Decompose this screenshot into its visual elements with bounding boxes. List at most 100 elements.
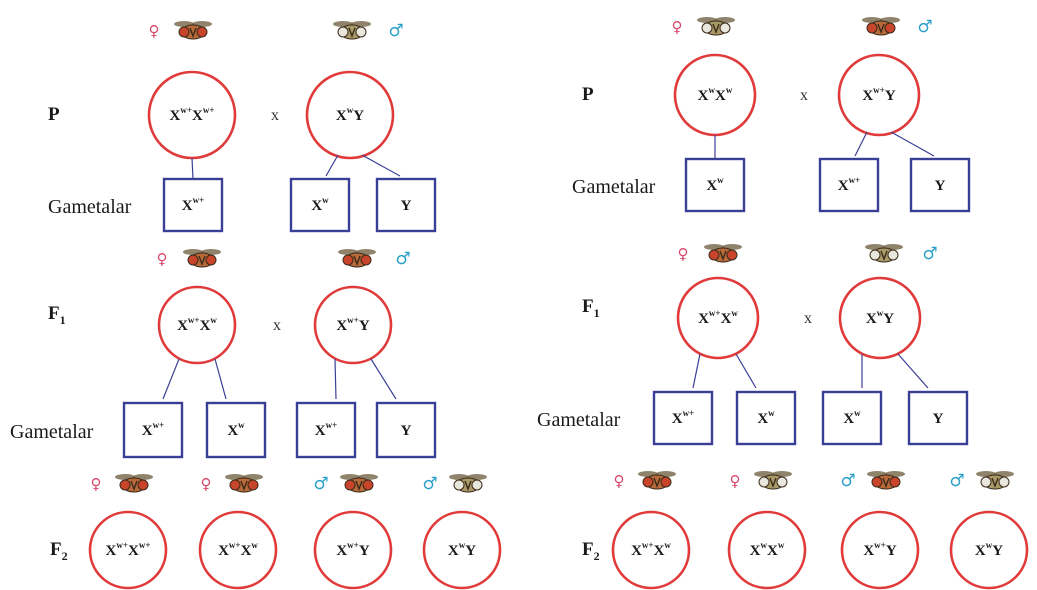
allele-base: Y [359,318,370,334]
allele-base: X [241,543,252,559]
fly-eye-right [206,255,216,265]
left-panel-F1-male-gamete-box [297,403,355,457]
allele-superscript: w [726,85,733,95]
fly-eye-right [999,477,1009,487]
allele-superscript: w+ [873,85,885,95]
allele-superscript: w+ [683,408,695,418]
left-panel-F2-offspring-4-symbol: ♂ [422,474,437,494]
allele-superscript: w+ [642,540,654,550]
allele-base: X [721,311,732,327]
left-panel-label-F1: F1 [48,303,66,327]
fly-eye-right [885,23,895,33]
allele-base: X [767,543,778,559]
allele-superscript: w+ [153,420,165,430]
right-panel-F1-male-symbol: ♂ [922,244,937,264]
right-panel-label-P: P [582,84,594,105]
fly-eye-left [867,23,877,33]
allele-base: X [170,108,181,124]
allele-superscript: w [778,540,785,550]
left-panel-F1-female-fly-icon [183,249,221,267]
right-panel-P-male-gamete-box [820,159,878,211]
fly-eye-left [343,255,353,265]
allele-base: X [863,543,874,559]
allele-superscript: w+ [139,540,151,550]
right-panel-F2-offspring-3-circle [842,512,918,588]
fly-eye-right [361,255,371,265]
allele-base: X [311,198,322,214]
allele-base: X [862,88,873,104]
left-panel-P-male-fly-icon [333,21,371,39]
left-panel-F1-male-gamete-line [371,359,396,399]
allele-superscript: w+ [193,195,205,205]
right-panel-label-F2: F2 [582,539,600,563]
left-panel-cross-F1: x [273,317,281,334]
allele-superscript: w+ [203,105,215,115]
left-panel-F1-female-gamete-line [163,359,179,399]
right-panel-P-male-gamete-line [855,132,867,156]
right-panel-F1-female-fly-icon [704,244,742,262]
fly-eye-right [138,480,148,490]
allele-base: X [750,543,761,559]
fly-eye-left [702,23,712,33]
left-panel-label-P: P [48,104,60,125]
left-panel-F1-female-gamete-box [124,403,182,457]
allele-base: X [142,423,153,439]
fly-eye-right [727,250,737,260]
generation-subscript: 2 [594,549,600,563]
allele-base: X [336,318,347,334]
allele-base: X [866,311,877,327]
allele-base: X [757,411,768,427]
fly-eye-right [363,480,373,490]
fly-eye-left [981,477,991,487]
right-panel-P-male-gamete-line [891,132,934,156]
generation-letter: P [48,104,60,125]
left-panel-F2-offspring-3-circle [315,512,391,588]
fly-eye-right [777,477,787,487]
right-panel-F1-female-gamete-line [736,354,756,388]
generation-subscript: 1 [594,306,600,320]
right-panel-F1-female-circle [678,278,758,358]
left-panel-F1-female-symbol: ♀ [157,250,168,268]
left-panel-F2-offspring-4-circle [424,512,500,588]
allele-base: Y [885,88,896,104]
left-panel-F2-offspring-2-circle [200,512,276,588]
right-panel-F1-female-gamete-line [693,354,700,388]
left-panel-F1-male-gamete-allele: Y [401,423,412,439]
allele-base: Y [886,543,897,559]
left-panel-F2-offspring-3-symbol: ♂ [313,474,328,494]
right-panel-F1-male-gamete-line [898,354,928,388]
right-panel-label-F1: F1 [582,296,600,320]
fly-eye-left [188,255,198,265]
left-panel-P-female-gamete-box [164,179,222,231]
fly-eye-left [120,480,130,490]
right-panel-gametes-label-P: Gametalar [572,176,656,198]
allele-superscript: w+ [188,315,200,325]
fly-eye-right [472,480,482,490]
left-panel-P-male-symbol: ♂ [388,21,403,41]
right-panel-cross-F1: x [804,310,812,327]
generation-letter: F [50,539,62,560]
right-panel-F2-offspring-4-circle [951,512,1027,588]
left-panel-F2-offspring-4-fly-icon [449,474,487,492]
right-panel-F2-offspring-3-symbol: ♂ [840,471,855,491]
allele-base: X [631,543,642,559]
allele-superscript: w [731,308,738,318]
left-panel-gametes-label-F1: Gametalar [10,421,94,443]
left-panel-P-female-symbol: ♀ [149,22,160,40]
generation-subscript: 2 [62,549,68,563]
fly-eye-left [870,250,880,260]
allele-base: Y [935,178,946,194]
allele-base: Y [933,411,944,427]
allele-base: X [448,543,459,559]
fly-eye-left [230,480,240,490]
allele-base: X [654,543,665,559]
allele-base: Y [465,543,476,559]
right-panel-F2-offspring-3-fly-icon [867,471,905,489]
generation-letter: P [582,84,594,105]
right-panel-P-male-circle [839,55,919,135]
allele-base: X [336,108,347,124]
right-panel-F1-male-gamete-allele: Y [933,411,944,427]
allele-base: X [128,543,139,559]
allele-base: X [182,198,193,214]
allele-base: X [838,178,849,194]
